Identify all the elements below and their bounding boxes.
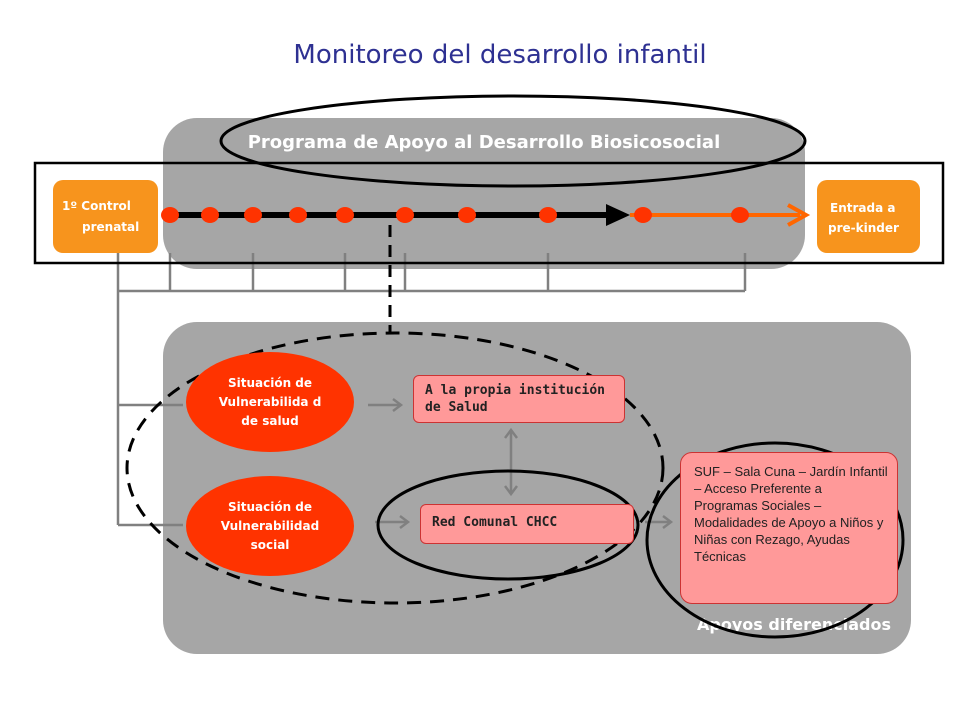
network-box: Red Comunal CHCC xyxy=(420,504,634,544)
end-line1: Entrada a xyxy=(830,201,896,215)
supports-list-box: SUF – Sala Cuna – Jardín Infantil – Acce… xyxy=(680,452,898,604)
milestone-dot xyxy=(336,207,354,223)
timeline-orange-arrowhead xyxy=(787,203,811,227)
milestone-dot xyxy=(201,207,219,223)
program-title: Programa de Apoyo al Desarrollo Biosicos… xyxy=(247,132,721,153)
social-vulnerability-node: Situación de Vulnerabilidad social xyxy=(186,476,354,576)
health-institution-label: A la propia institución de Salud xyxy=(425,383,606,415)
health-institution-box: A la propia institución de Salud xyxy=(413,375,625,423)
supports-list-text: SUF – Sala Cuna – Jardín Infantil – Acce… xyxy=(694,464,888,564)
timeline-black-arrowhead xyxy=(606,204,630,226)
health-vulnerability-node: Situación de Vulnerabilida d de salud xyxy=(186,352,354,452)
start-prenatal-box: 1º Control prenatal xyxy=(53,180,158,253)
network-label: Red Comunal CHCC xyxy=(432,515,558,530)
program-highlight-ellipse xyxy=(219,94,807,188)
end-line2: pre-kinder xyxy=(828,221,899,235)
milestone-dot xyxy=(634,207,652,223)
dashed-ellipse xyxy=(125,331,665,605)
end-prekinder-box: Entrada a pre-kinder xyxy=(817,180,920,253)
program-panel: Programa de Apoyo al Desarrollo Biosicos… xyxy=(163,118,805,269)
milestone-dot xyxy=(539,207,557,223)
milestone-dot xyxy=(289,207,307,223)
start-line1: 1º Control xyxy=(62,199,131,213)
network-highlight-ellipse xyxy=(376,469,640,581)
social-vulnerability-label: Situación de Vulnerabilidad social xyxy=(220,499,320,552)
milestone-dot xyxy=(458,207,476,223)
timeline-milestones xyxy=(161,207,749,223)
gray-arrows xyxy=(368,398,674,529)
diagram-title: Monitoreo del desarrollo infantil xyxy=(293,40,707,70)
start-line2: prenatal xyxy=(82,220,140,234)
milestone-dot xyxy=(161,207,179,223)
milestone-dot xyxy=(396,207,414,223)
supports-highlight-ellipse xyxy=(645,441,905,639)
apoyos-title: Apoyos diferenciados xyxy=(697,615,891,634)
milestone-dot xyxy=(244,207,262,223)
milestone-dot xyxy=(731,207,749,223)
timeline-frame xyxy=(33,161,945,265)
health-vulnerability-label: Situación de Vulnerabilida d de salud xyxy=(218,375,322,428)
